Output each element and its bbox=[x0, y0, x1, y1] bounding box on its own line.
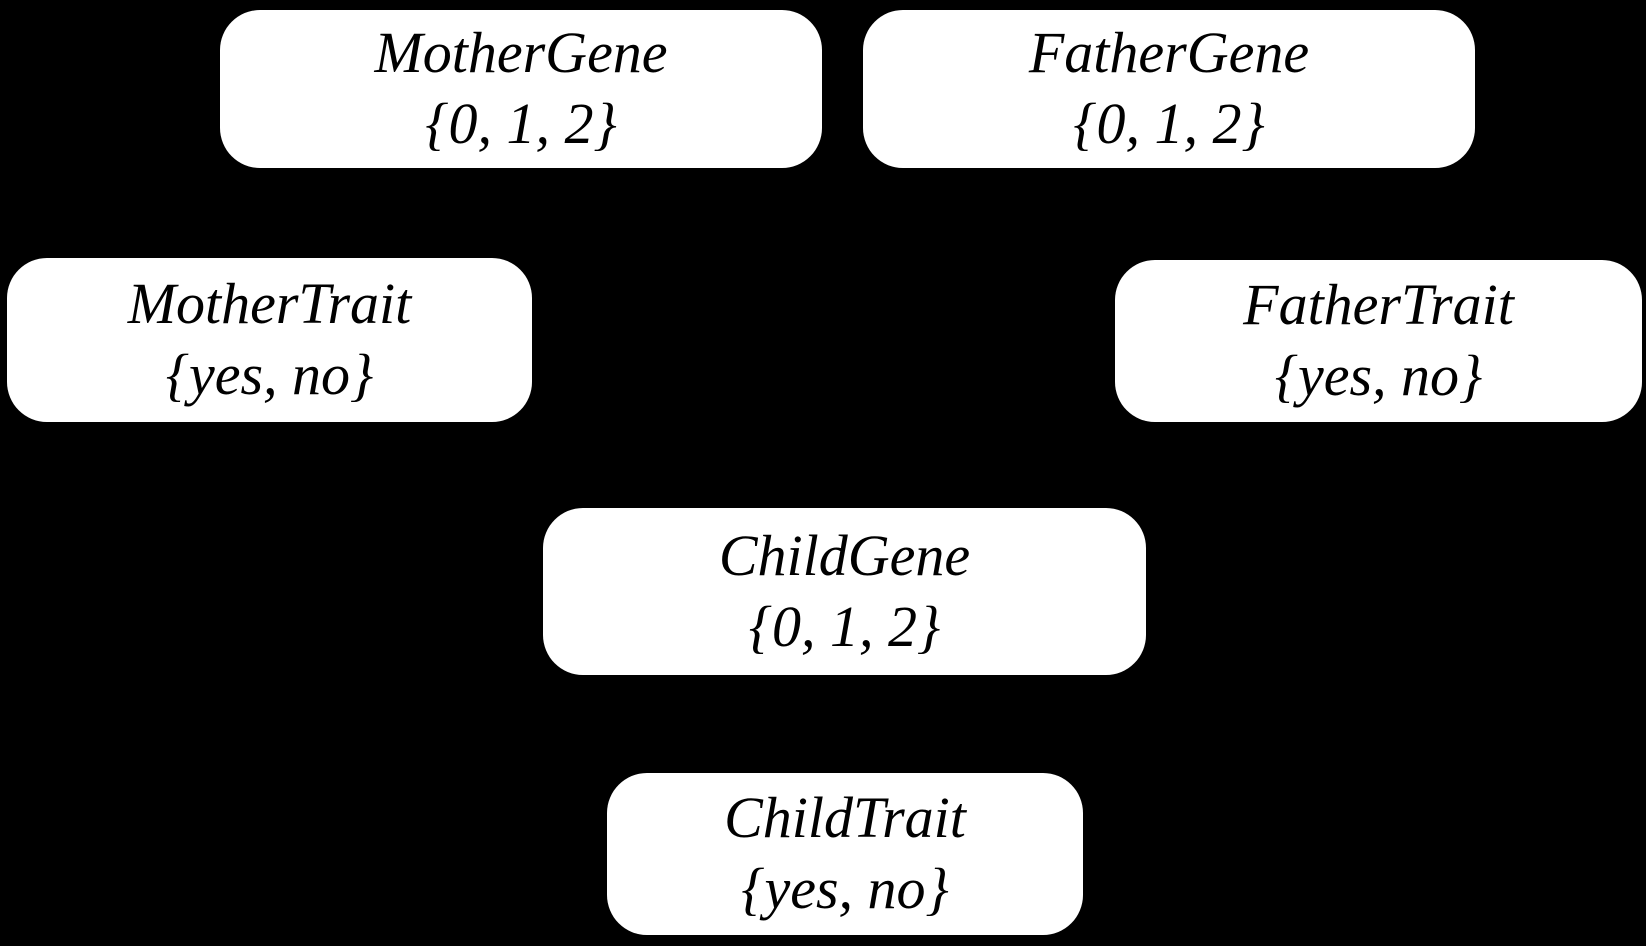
node-title: MotherGene bbox=[374, 20, 668, 86]
node-domain-values: {yes, no} bbox=[165, 342, 374, 407]
node-mother-gene: MotherGene {0, 1, 2} bbox=[220, 10, 822, 168]
node-child-trait: ChildTrait {yes, no} bbox=[607, 773, 1083, 935]
node-title: ChildTrait bbox=[724, 785, 966, 851]
node-title: FatherTrait bbox=[1243, 272, 1514, 338]
node-domain-values: {yes, no} bbox=[1274, 343, 1483, 408]
node-title: MotherTrait bbox=[127, 271, 412, 337]
node-father-gene: FatherGene {0, 1, 2} bbox=[863, 10, 1475, 168]
node-domain-values: {0, 1, 2} bbox=[425, 91, 617, 156]
node-father-trait: FatherTrait {yes, no} bbox=[1115, 260, 1642, 422]
node-domain-values: {0, 1, 2} bbox=[1073, 91, 1265, 156]
node-child-gene: ChildGene {0, 1, 2} bbox=[543, 508, 1146, 675]
node-domain-values: {yes, no} bbox=[741, 856, 949, 921]
node-mother-trait: MotherTrait {yes, no} bbox=[7, 258, 532, 422]
node-title: FatherGene bbox=[1028, 20, 1310, 86]
node-title: ChildGene bbox=[718, 522, 971, 588]
node-domain-values: {0, 1, 2} bbox=[748, 593, 941, 659]
